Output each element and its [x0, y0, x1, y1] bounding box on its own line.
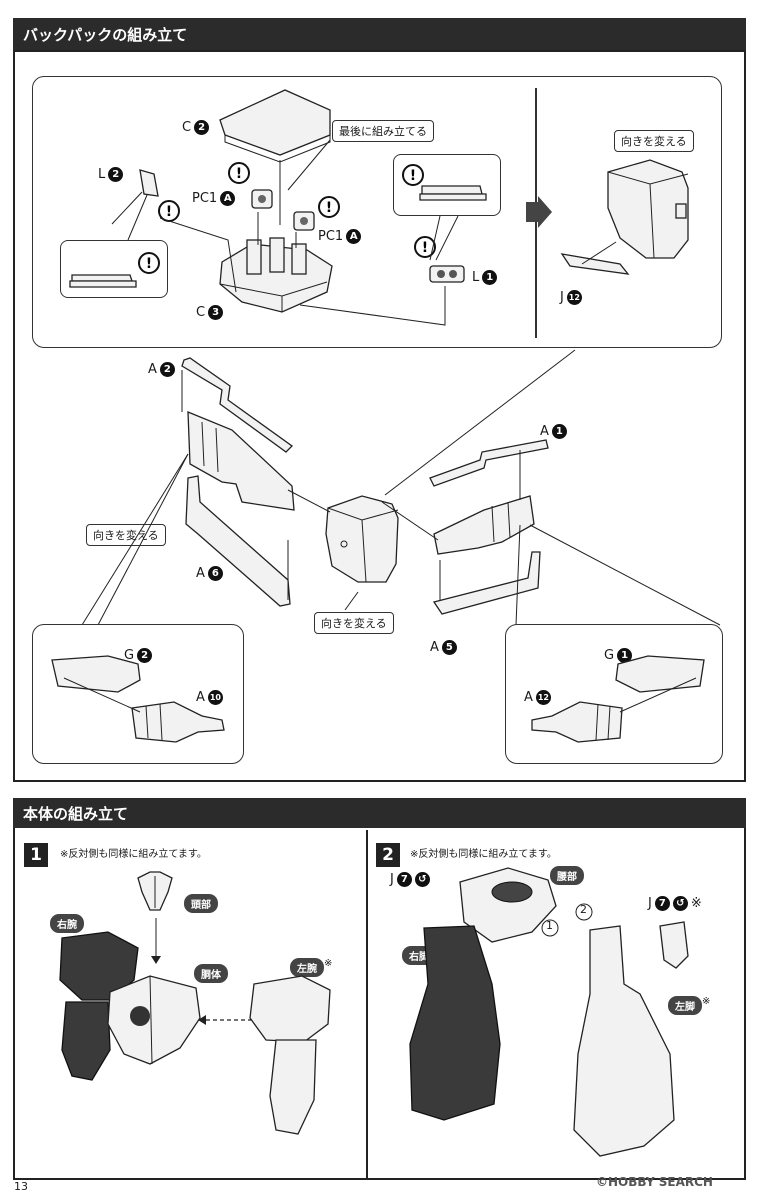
tag-torso: 胴体	[194, 964, 228, 983]
order-label-1: 1	[546, 919, 553, 932]
label-g1: G 1	[604, 648, 633, 663]
part-pc1-right-drawing	[293, 211, 315, 231]
step-divider	[366, 830, 368, 1180]
part-l1-drawing	[429, 265, 465, 283]
backpack-assembled-drawing	[607, 159, 689, 259]
order-circle-2	[575, 903, 593, 921]
detail-l2-drawing	[69, 274, 137, 288]
step-1-number: 1	[24, 843, 48, 867]
waist-drawing	[459, 867, 557, 943]
body-section-title: 本体の組み立て	[23, 804, 129, 823]
backpack-core-drawing	[325, 495, 399, 583]
callout-change-direction-top: 向きを変える	[614, 130, 694, 152]
warning-icon: !	[318, 196, 340, 218]
label-a2: A 2	[148, 362, 175, 377]
assembly-lines-j12	[581, 241, 617, 265]
backpack-section-title: バックパックの組み立て	[23, 25, 188, 44]
warning-icon: !	[402, 164, 424, 186]
label-j7-right: J 7 ↺ ※	[648, 896, 702, 911]
left-arm-drawing	[249, 975, 331, 1135]
backpack-section-frame	[13, 50, 746, 782]
right-arm-drawing	[59, 931, 139, 1081]
detail-box-l2	[60, 240, 168, 298]
step-2-note: ※反対側も同様に組み立てます。	[410, 849, 557, 860]
tag-left-leg: 左脚	[668, 996, 702, 1015]
arrow-right-icon	[526, 196, 552, 228]
head-arrow	[151, 918, 161, 964]
body-section-title-bar: 本体の組み立て	[13, 798, 746, 828]
part-j12-drawing	[560, 253, 630, 275]
label-pc1-right: PC1 A	[318, 229, 362, 244]
label-a10: A 10	[196, 690, 223, 705]
part-a2-drawing	[181, 357, 294, 453]
left-leg-drawing	[573, 925, 675, 1157]
assembly-lines-top	[111, 139, 459, 326]
label-c3: C 3	[196, 305, 224, 320]
head-part-drawing	[137, 871, 173, 911]
tag-right-arm: 右腕	[50, 914, 84, 933]
warning-icon: !	[414, 236, 436, 258]
svg-text:!: !	[326, 200, 332, 216]
part-a5-drawing	[432, 551, 541, 615]
assembly-lines-g2	[63, 677, 141, 713]
svg-text:!: !	[236, 166, 242, 182]
warning-icon: !	[138, 252, 160, 274]
order-label-2: 2	[580, 903, 587, 916]
tag-left-arm: 左腕	[290, 958, 324, 977]
label-a6: A 6	[196, 566, 223, 581]
assembly-lines-g1	[619, 677, 697, 713]
assembly-lines-middle	[81, 349, 721, 626]
part-armor-right-drawing	[433, 495, 535, 555]
tag-waist: 腰部	[550, 866, 584, 885]
backpack-section-title-bar: バックパックの組み立て	[13, 18, 746, 50]
page-number: 13	[14, 1180, 28, 1193]
part-g1-drawing	[615, 655, 705, 693]
torso-drawing	[107, 975, 201, 1065]
step-2-number: 2	[376, 843, 400, 867]
label-j7-left: J 7 ↺	[390, 872, 430, 887]
left-leg-mark: ※	[702, 996, 711, 1007]
label-c2: C 2	[182, 120, 210, 135]
part-pc1-left-drawing	[251, 189, 273, 209]
part-a12-drawing	[531, 701, 623, 743]
part-c3-drawing	[219, 237, 333, 313]
label-a1: A 1	[540, 424, 567, 439]
callout-last-assemble: 最後に組み立てる	[332, 120, 434, 142]
svg-text:!: !	[410, 168, 416, 184]
part-j7-drawing	[659, 921, 689, 969]
warning-icon: !	[228, 162, 250, 184]
label-pc1-left: PC1 A	[192, 191, 236, 206]
label-l1: L 1	[472, 270, 498, 285]
tag-head: 頭部	[184, 894, 218, 913]
detail-l1-drawing	[419, 185, 487, 201]
body-section-frame	[13, 828, 746, 1180]
part-a6-drawing	[185, 475, 291, 607]
label-a12: A 12	[524, 690, 551, 705]
label-a5: A 5	[430, 640, 457, 655]
left-arm-mark: ※	[324, 958, 333, 969]
label-j12: J 12	[560, 290, 582, 305]
part-a1-drawing	[429, 439, 549, 487]
part-a10-drawing	[131, 701, 225, 743]
order-circle-1	[541, 919, 559, 937]
svg-text:!: !	[422, 240, 428, 256]
step-1-note: ※反対側も同様に組み立てます。	[60, 849, 207, 860]
label-g2: G 2	[124, 648, 153, 663]
watermark: ©HOBBY SEARCH	[596, 1175, 713, 1189]
label-l2: L 2	[98, 167, 124, 182]
right-leg-drawing	[409, 925, 501, 1121]
callout-change-direction-left: 向きを変える	[86, 524, 166, 546]
part-armor-left-drawing	[187, 411, 295, 511]
svg-text:!: !	[166, 204, 172, 220]
callout-change-direction-center: 向きを変える	[314, 612, 394, 634]
svg-text:!: !	[146, 256, 152, 272]
part-l2-drawing	[139, 169, 159, 197]
dashed-arrow-left-arm	[198, 1015, 252, 1025]
